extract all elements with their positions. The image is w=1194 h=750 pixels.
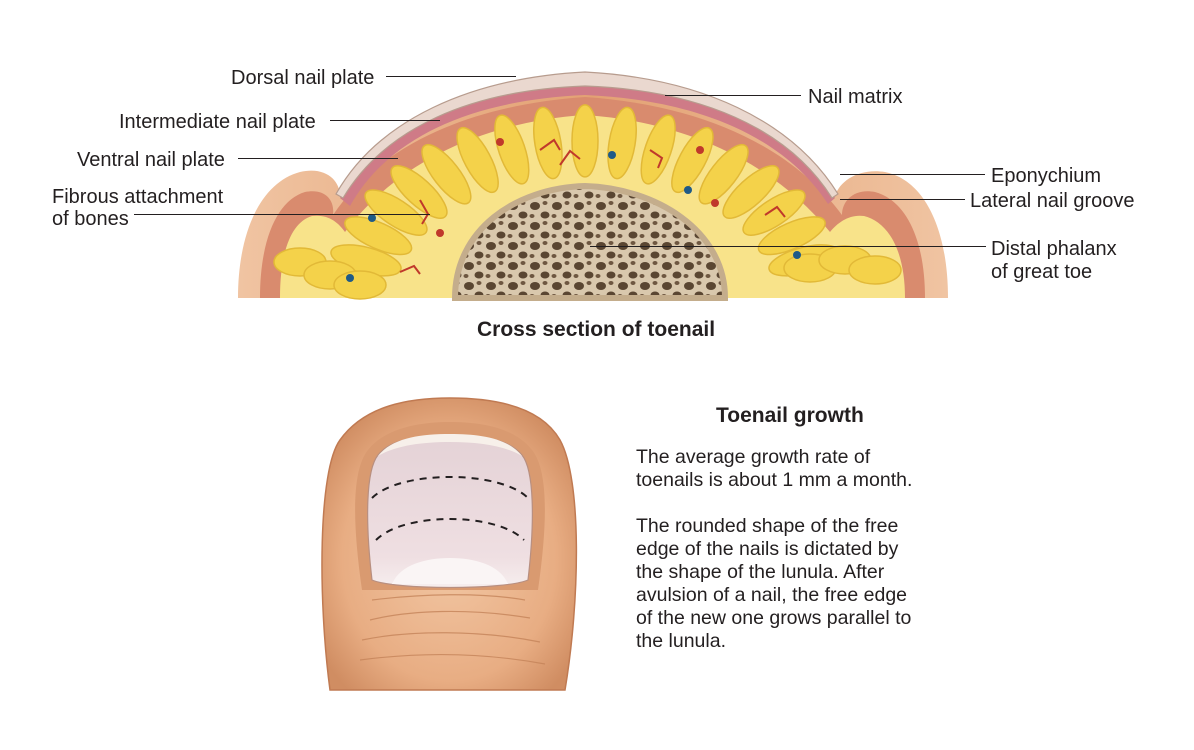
fat-lobule <box>390 165 448 219</box>
vessel-branch <box>539 138 561 151</box>
vessel-dot <box>684 186 692 194</box>
label-fibrous-2: of bones <box>52 208 129 230</box>
fat-lobule <box>364 189 428 236</box>
leader-eponychium <box>840 174 985 175</box>
growth-paragraph-1: The average growth rate of toenails is a… <box>636 446 956 492</box>
fat-lobule <box>456 126 499 194</box>
lunula <box>392 558 508 584</box>
label-intermediate-nail-plate: Intermediate nail plate <box>119 111 316 133</box>
vessel-branch <box>559 149 581 166</box>
leader-intermediate <box>330 120 440 121</box>
nail-matrix-band <box>340 80 835 206</box>
label-nail-matrix: Nail matrix <box>808 86 903 108</box>
leader-phalanx <box>590 246 986 247</box>
fat-lobule <box>333 270 387 300</box>
fat-lobule <box>494 114 530 185</box>
vessel-dot <box>711 199 719 207</box>
fat-lobule <box>757 216 826 256</box>
growth-line-lower <box>375 518 525 541</box>
nail-plate <box>335 71 839 199</box>
growth-p2-line: avulsion of a nail, the free edge <box>636 584 908 606</box>
cross-section-caption: Cross section of toenail <box>477 318 716 341</box>
fat-lobule <box>742 189 806 236</box>
vessel-dot <box>496 138 504 146</box>
growth-p1-line: The average growth rate of <box>636 446 871 468</box>
growth-p2-line: of the new one grows parallel to <box>636 607 912 629</box>
label-dorsal-nail-plate: Dorsal nail plate <box>231 67 375 89</box>
fat-lobule <box>421 144 472 205</box>
fat-lobule <box>571 104 599 178</box>
vessel-branch <box>764 205 786 218</box>
vessel-dot <box>436 229 444 237</box>
fat-lobule <box>344 216 413 256</box>
label-distal-phalanx-1: Distal phalanx <box>991 238 1117 260</box>
growth-p2-line: the lunula. <box>636 630 726 652</box>
leader-lateral-groove <box>840 199 965 200</box>
fat-lobule <box>722 165 780 219</box>
fat-lobules <box>273 104 902 300</box>
vessel-dot <box>608 151 616 159</box>
growth-p1-line: toenails is about 1 mm a month. <box>636 469 913 491</box>
vessel-branch <box>399 264 421 275</box>
fat-lobule <box>607 106 637 180</box>
vessel-dot <box>696 146 704 154</box>
label-ventral-nail-plate: Ventral nail plate <box>77 149 225 171</box>
fat-lobule <box>671 126 714 194</box>
vessel-branch <box>649 149 664 169</box>
distal-phalanx-bone <box>451 182 729 301</box>
skin-wrinkles <box>359 594 546 665</box>
label-eponychium: Eponychium <box>991 165 1102 187</box>
leader-fibrous <box>134 214 430 215</box>
vessel-dot <box>368 214 376 222</box>
free-edge <box>378 434 522 456</box>
fat-lobule <box>848 255 902 285</box>
label-distal-phalanx-2: of great toe <box>991 261 1093 283</box>
leader-dorsal <box>386 76 516 77</box>
fat-lobule <box>533 106 563 180</box>
vessels <box>346 138 801 282</box>
label-fibrous-1: Fibrous attachment <box>52 186 224 208</box>
fat-lobule <box>640 114 676 185</box>
growth-p2-line: The rounded shape of the free <box>636 515 899 537</box>
label-lateral-nail-groove: Lateral nail groove <box>970 190 1135 212</box>
growth-p2-line: the shape of the lunula. After <box>636 561 885 583</box>
toenail-cross-section <box>238 71 948 301</box>
growth-paragraph-2: The rounded shape of the free edge of th… <box>636 515 956 653</box>
leader-matrix <box>665 95 801 96</box>
growth-line-upper <box>371 476 529 499</box>
toe-top-view <box>321 397 578 691</box>
growth-p2-line: edge of the nails is dictated by <box>636 538 899 560</box>
vessel-dot <box>346 274 354 282</box>
growth-heading: Toenail growth <box>716 404 864 427</box>
fat-lobule <box>698 144 749 205</box>
leader-ventral <box>238 158 398 159</box>
vessel-dot <box>793 251 801 259</box>
